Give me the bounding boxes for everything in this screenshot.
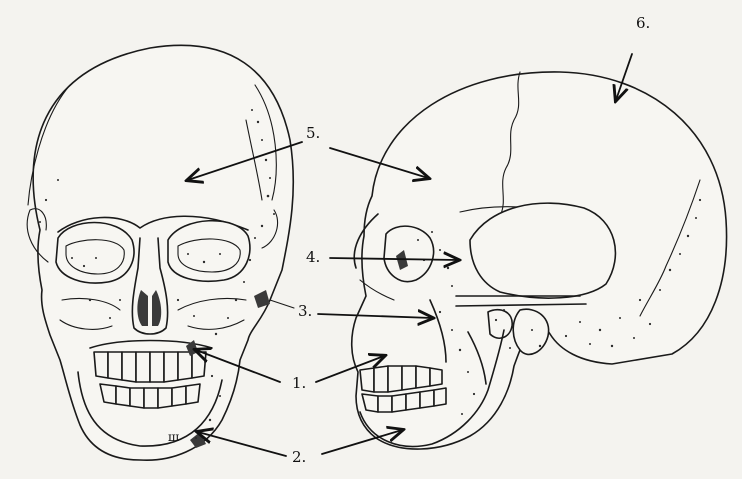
lateral-skull <box>352 72 727 449</box>
label-6: 6. <box>636 14 650 32</box>
frontal-upper-teeth <box>94 352 206 382</box>
label-2: 2. <box>292 448 306 466</box>
label-4: 4. <box>306 248 320 266</box>
frontal-lower-teeth <box>100 384 200 408</box>
label-3: 3. <box>298 302 312 320</box>
stray-mark: ш <box>168 430 179 444</box>
arrow-2-frontal <box>198 432 286 456</box>
label-5: 5. <box>306 124 320 142</box>
frontal-skull <box>27 45 293 460</box>
lateral-orbit <box>384 226 434 281</box>
line-3-frontal <box>270 300 294 308</box>
label-1: 1. <box>292 374 306 392</box>
